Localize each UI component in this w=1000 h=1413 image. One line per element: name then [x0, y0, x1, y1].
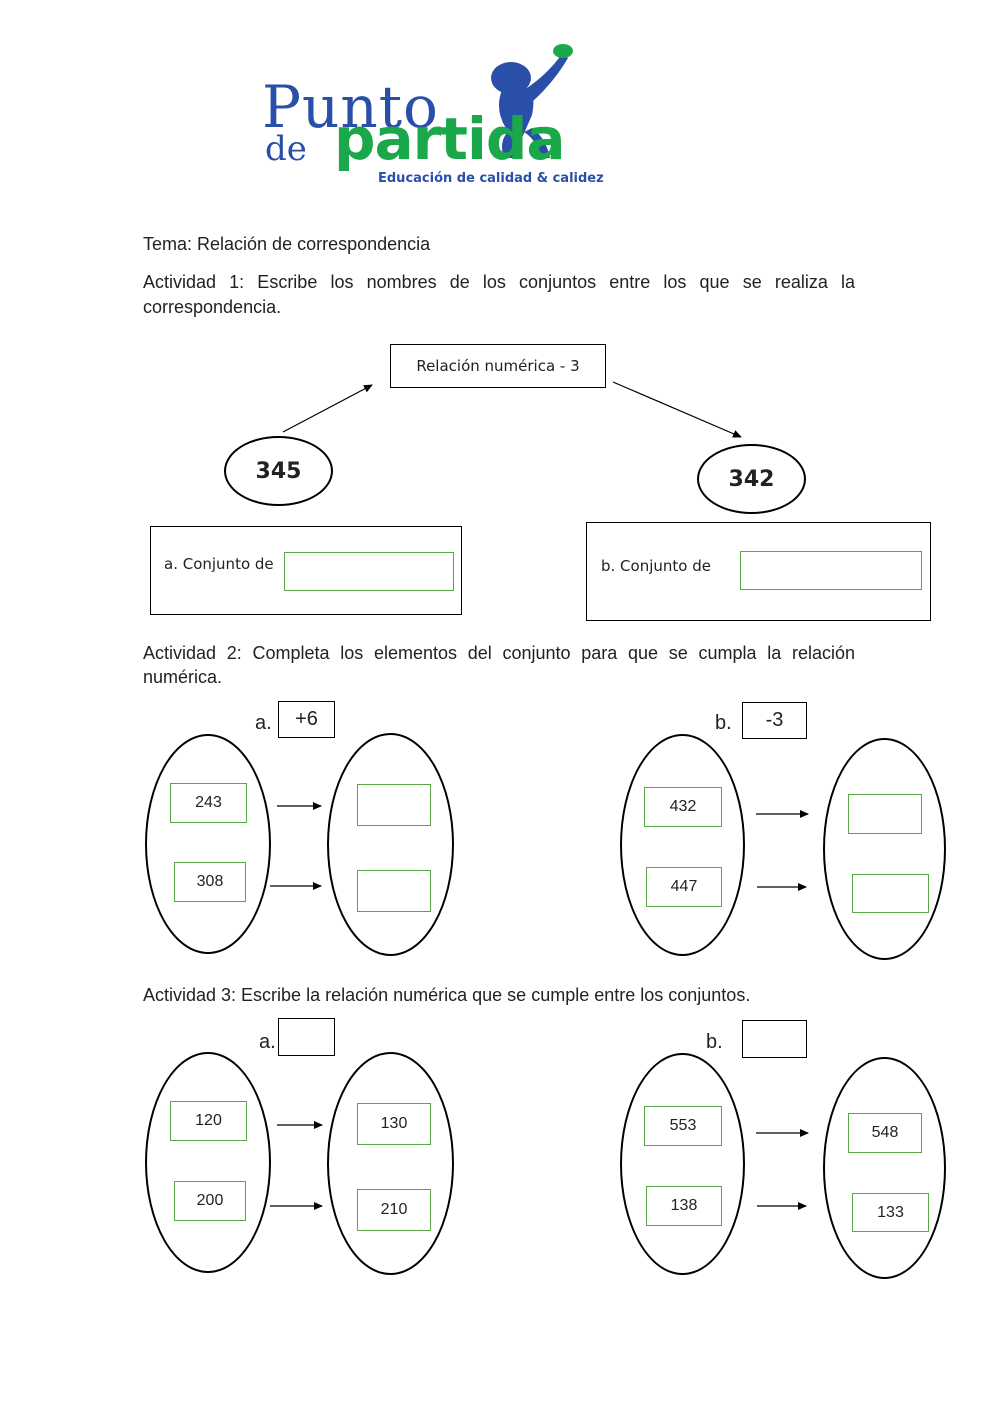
logo [262, 40, 662, 190]
activity-1-instruction: Actividad 1: Escribe los nombres de los … [143, 272, 855, 317]
element-3a-right-2: 210 [357, 1189, 431, 1231]
number-oval-left: 345 [224, 436, 333, 506]
activity-2b-label: b. [715, 712, 732, 734]
topic-title: Tema: Relación de correspondencia [143, 234, 431, 254]
set-oval-3a-right [327, 1052, 454, 1275]
answer-input-3a-relation[interactable] [278, 1018, 335, 1056]
logo-figure-icon [491, 44, 573, 158]
answer-input-2a-1[interactable] [357, 784, 431, 826]
element-3a-left-2: 200 [174, 1181, 246, 1221]
activity-2b-relation: -3 [742, 702, 807, 739]
set-oval-3a-left [145, 1052, 271, 1273]
relation-label: Relación numérica - 3 [416, 357, 580, 375]
set-oval-2a-left [145, 734, 271, 954]
activity-3-instruction: Actividad 3: Escribe la relación numéric… [143, 985, 751, 1005]
element-2b-left-1: 432 [644, 787, 722, 827]
element-3b-right-2: 133 [852, 1193, 929, 1232]
answer-input-set-a[interactable] [284, 552, 454, 591]
set-oval-2a-right [327, 733, 454, 956]
relation-plus-6: +6 [295, 708, 318, 730]
element-3a-left-1: 120 [170, 1101, 247, 1141]
answer-input-set-b[interactable] [740, 551, 922, 590]
activity-2a-label: a. [255, 712, 272, 734]
arrow-to-relation [282, 384, 373, 433]
set-label-b: b. Conjunto de [601, 557, 711, 575]
element-3b-left-1: 553 [644, 1106, 722, 1146]
element-3b-right-1: 548 [848, 1113, 922, 1153]
answer-input-2b-1[interactable] [848, 794, 922, 834]
element-3b-left-2: 138 [646, 1186, 722, 1226]
activity-3b-label: b. [706, 1031, 723, 1053]
relation-minus-3: -3 [765, 709, 784, 731]
set-label-a: a. Conjunto de [164, 555, 274, 573]
activity-2-instruction: Actividad 2: Completa los elementos del … [143, 643, 855, 687]
set-box-a: a. Conjunto de [150, 526, 462, 615]
element-2a-left-1: 243 [170, 783, 247, 823]
set-oval-2b-right [823, 738, 946, 960]
logo-word-partida: partida [334, 105, 566, 173]
logo-word-punto: Punto [262, 73, 439, 141]
answer-input-2a-2[interactable] [357, 870, 431, 912]
number-345: 345 [255, 458, 302, 484]
answer-input-2b-2[interactable] [852, 874, 929, 913]
number-oval-right: 342 [697, 444, 806, 514]
arrow-from-relation [612, 381, 742, 438]
element-2b-left-2: 447 [646, 867, 722, 907]
set-box-b: b. Conjunto de [586, 522, 931, 621]
set-oval-3b-right [823, 1057, 946, 1279]
logo-word-de: de [265, 129, 307, 169]
activity-3a-label: a. [259, 1031, 276, 1053]
number-342: 342 [728, 466, 775, 492]
set-oval-2b-left [620, 734, 745, 956]
relation-box: Relación numérica - 3 [390, 344, 606, 388]
logo-tagline: Educación de calidad & calidez [378, 171, 604, 186]
answer-input-3b-relation[interactable] [742, 1020, 807, 1058]
activity-2a-relation: +6 [278, 701, 335, 738]
element-2a-left-2: 308 [174, 862, 246, 902]
set-oval-3b-left [620, 1053, 745, 1275]
element-3a-right-1: 130 [357, 1103, 431, 1145]
